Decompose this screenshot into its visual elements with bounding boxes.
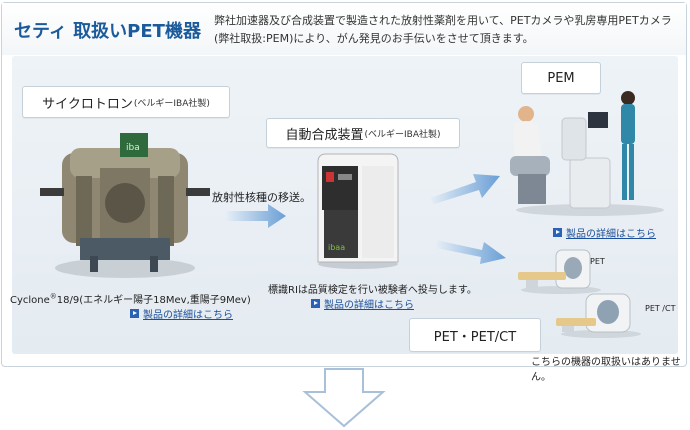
arrow-to-pet — [436, 240, 506, 264]
petct-tag: PET /CT — [645, 304, 676, 313]
synthesizer-detail-link[interactable]: 製品の詳細はこちら — [311, 296, 414, 311]
arrow-to-pem — [430, 174, 500, 204]
petct-note: こちらの機器の取扱いはありません。 — [531, 357, 681, 383]
synthesizer-image: ibaa — [317, 153, 399, 269]
pem-image — [510, 91, 664, 216]
transfer-arrow — [226, 204, 286, 228]
transfer-text: 放射性核種の移送。 — [212, 191, 311, 204]
pem-detail-link[interactable]: 製品の詳細はこちら — [553, 225, 656, 240]
cyclotron-image: iba — [40, 133, 210, 278]
page-title: セティ 取扱いPET機器 — [14, 21, 201, 42]
cyclotron-caption: Cyclone®18/9(エネルギー陽子18Mev,重陽子9Mev) — [10, 292, 251, 306]
arrow-right-icon — [311, 299, 320, 308]
cyclotron-maker: (ベルギーIBA社製) — [133, 98, 210, 109]
pem-label-box: PEM — [521, 62, 601, 94]
petct-label-box: PET・PET/CT — [409, 318, 541, 352]
down-arrow-icon — [302, 368, 386, 428]
pet-scanner-image — [518, 249, 601, 294]
petct-scanner-image — [556, 293, 641, 338]
cyclotron-label-box: サイクロトロン(ベルギーIBA社製) — [22, 86, 230, 118]
cyclotron-label: サイクロトロン — [42, 96, 133, 112]
arrow-right-icon — [130, 309, 139, 318]
pem-label: PEM — [547, 70, 575, 86]
synthesizer-caption: 標識RIは品質検定を行い被験者へ投与します。 — [268, 285, 477, 296]
cyclotron-detail-link[interactable]: 製品の詳細はこちら — [130, 306, 233, 321]
header-bar — [2, 3, 686, 55]
svg-text:ibaa: ibaa — [328, 243, 345, 252]
arrow-right-icon — [553, 228, 562, 237]
page-description: 弊社加速器及び合成装置で製造された放射性薬剤を用いて、PETカメラや乳房専用PE… — [214, 14, 672, 45]
petct-label: PET・PET/CT — [433, 329, 517, 345]
svg-text:iba: iba — [126, 143, 140, 153]
synthesizer-label-box: 自動合成装置(ベルギーIBA社製) — [266, 118, 460, 148]
pet-tag: PET — [590, 257, 605, 266]
synthesizer-maker: (ベルギーIBA社製) — [364, 129, 441, 140]
synthesizer-label: 自動合成装置 — [285, 127, 364, 143]
